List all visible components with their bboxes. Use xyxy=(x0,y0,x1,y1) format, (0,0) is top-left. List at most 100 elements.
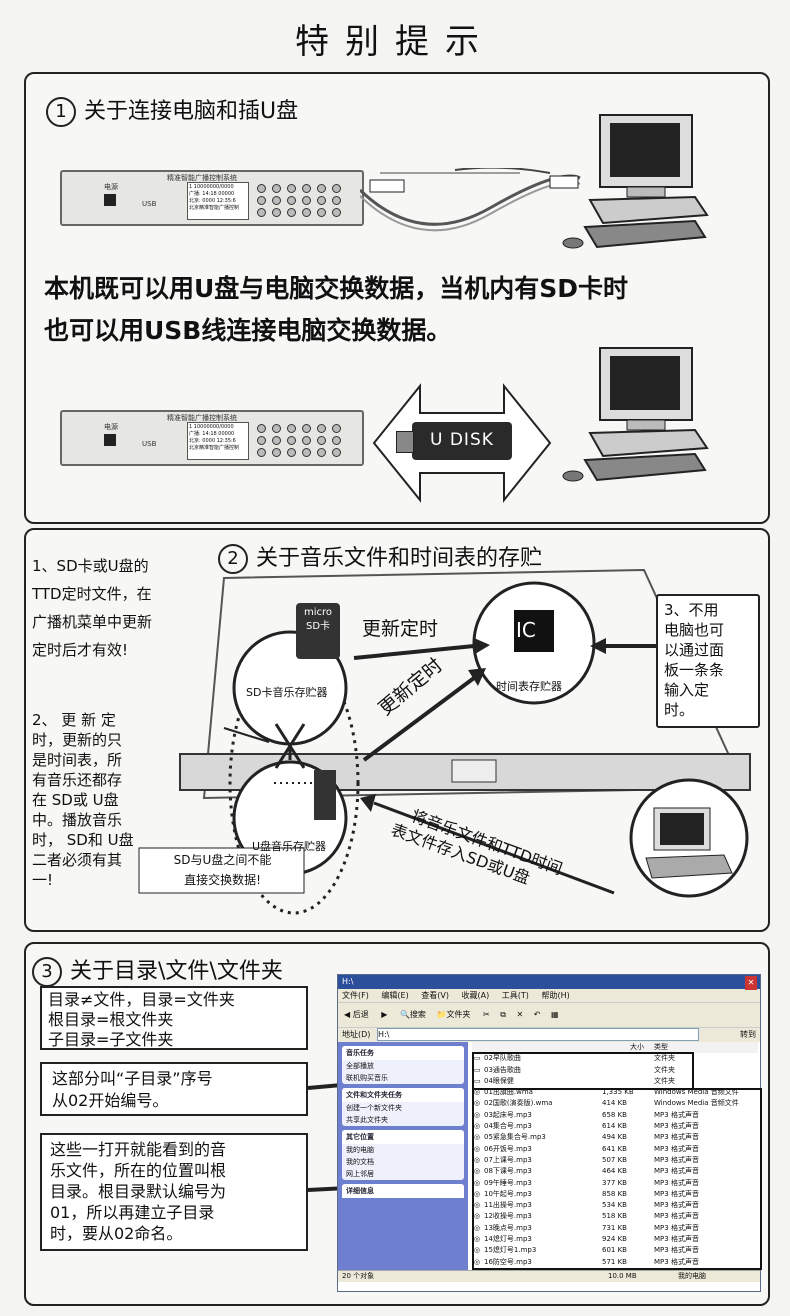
audio-file-icon: ◎ xyxy=(474,1201,481,1210)
knob-icon[interactable] xyxy=(317,448,326,457)
task-header[interactable]: 其它位置 xyxy=(342,1130,464,1144)
file-row[interactable]: ▭04眼保健文件夹 xyxy=(472,1076,758,1087)
knob-icon[interactable] xyxy=(287,424,296,433)
knob-icon[interactable] xyxy=(317,436,326,445)
folders-button[interactable]: 📁文件夹 xyxy=(436,1010,471,1019)
col-size[interactable]: 大小 xyxy=(630,1043,644,1051)
knob-icon[interactable] xyxy=(302,184,311,193)
menu-item[interactable]: 收藏(A) xyxy=(461,991,490,1000)
knob-icon[interactable] xyxy=(272,196,281,205)
close-icon[interactable]: ✕ xyxy=(745,976,757,990)
knob-icon[interactable] xyxy=(302,208,311,217)
knob-icon[interactable] xyxy=(272,208,281,217)
go-button[interactable]: 转到 xyxy=(740,1030,756,1039)
task-link[interactable]: 全部播放 xyxy=(346,1062,374,1070)
knob-icon[interactable] xyxy=(332,196,341,205)
undo-icon[interactable]: ↶ xyxy=(533,1010,541,1019)
knob-icon[interactable] xyxy=(317,184,326,193)
udisk-label: U DISK xyxy=(430,430,494,450)
menu-item[interactable]: 文件(F) xyxy=(342,991,369,1000)
knob-icon[interactable] xyxy=(257,424,266,433)
knob-icon[interactable] xyxy=(317,196,326,205)
knob-icon[interactable] xyxy=(332,184,341,193)
knob-icon[interactable] xyxy=(257,184,266,193)
knob-icon[interactable] xyxy=(317,208,326,217)
knob-icon[interactable] xyxy=(257,196,266,205)
delete-icon[interactable]: ✕ xyxy=(516,1010,524,1019)
knob-icon[interactable] xyxy=(302,424,311,433)
task-link[interactable]: 创建一个新文件夹 xyxy=(346,1104,402,1112)
knob-icon[interactable] xyxy=(287,208,296,217)
knob-icon[interactable] xyxy=(272,184,281,193)
menu-item[interactable]: 工具(T) xyxy=(501,991,529,1000)
task-header[interactable]: 音乐任务 xyxy=(342,1046,464,1060)
knob-icon[interactable] xyxy=(287,448,296,457)
knob-icon[interactable] xyxy=(272,424,281,433)
knob-icon[interactable] xyxy=(287,196,296,205)
knob-icon[interactable] xyxy=(272,436,281,445)
knob-icon[interactable] xyxy=(302,196,311,205)
col-type[interactable]: 类型 xyxy=(654,1043,668,1051)
forward-button[interactable]: ▶ xyxy=(381,1010,388,1019)
file-tasks: 文件和文件夹任务 创建一个新文件夹 共享此文件夹 xyxy=(342,1088,464,1126)
file-name: 06开饭号.mp3 xyxy=(484,1144,532,1153)
knob-icon[interactable] xyxy=(257,448,266,457)
task-link[interactable]: 联机购买音乐 xyxy=(346,1074,388,1082)
knob-icon[interactable] xyxy=(287,184,296,193)
knob-icon[interactable] xyxy=(332,448,341,457)
menu-item[interactable]: 帮助(H) xyxy=(541,991,570,1000)
file-row[interactable]: ▭02早队歌曲文件夹 xyxy=(472,1053,758,1064)
file-type: Windows Media 音频文件 xyxy=(654,1099,739,1108)
note-line: 是时间表，所 xyxy=(32,751,123,769)
back-button[interactable]: ◀ 后退 xyxy=(344,1010,369,1019)
knob-icon[interactable] xyxy=(332,424,341,433)
task-link[interactable]: 我的电脑 xyxy=(346,1146,374,1154)
status-bar: 20 个对象 10.0 MB 我的电脑 xyxy=(338,1270,760,1282)
audio-file-icon: ◎ xyxy=(474,1144,481,1153)
menu-item[interactable]: 编辑(E) xyxy=(381,991,409,1000)
task-header[interactable]: 文件和文件夹任务 xyxy=(342,1088,464,1102)
sd-card-text: micro SD卡 xyxy=(296,606,340,634)
knob-icon[interactable] xyxy=(257,208,266,217)
file-type: 文件夹 xyxy=(654,1076,675,1085)
file-type: MP3 格式声音 xyxy=(654,1235,699,1244)
file-type: MP3 格式声音 xyxy=(654,1155,699,1164)
knob-icon[interactable] xyxy=(287,436,296,445)
search-button[interactable]: 🔍搜索 xyxy=(399,1010,426,1019)
file-size: 924 KB xyxy=(602,1235,627,1244)
knob-icon[interactable] xyxy=(332,436,341,445)
task-link[interactable]: 共享此文件夹 xyxy=(346,1116,388,1124)
task-link[interactable]: 网上邻居 xyxy=(346,1170,374,1178)
cut-icon[interactable]: ✂ xyxy=(482,1010,490,1019)
task-link[interactable]: 我的文档 xyxy=(346,1158,374,1166)
knob-icon[interactable] xyxy=(332,208,341,217)
desc-line: 本机既可以用U盘与电脑交换数据，当机内有SD卡时 xyxy=(44,274,629,303)
address-input[interactable]: H:\ xyxy=(376,1028,699,1041)
file-row[interactable]: ▭03通告歌曲文件夹 xyxy=(472,1065,758,1076)
knob-icon[interactable] xyxy=(302,436,311,445)
knob-icon[interactable] xyxy=(272,448,281,457)
knob-icon[interactable] xyxy=(302,448,311,457)
views-icon[interactable]: ▦ xyxy=(551,1010,559,1019)
menu-item[interactable]: 查看(V) xyxy=(421,991,449,1000)
knob-icon[interactable] xyxy=(257,436,266,445)
task-header[interactable]: 详细信息 xyxy=(342,1184,464,1198)
copy-icon[interactable]: ⧉ xyxy=(500,1010,506,1019)
knob-icon[interactable] xyxy=(317,424,326,433)
